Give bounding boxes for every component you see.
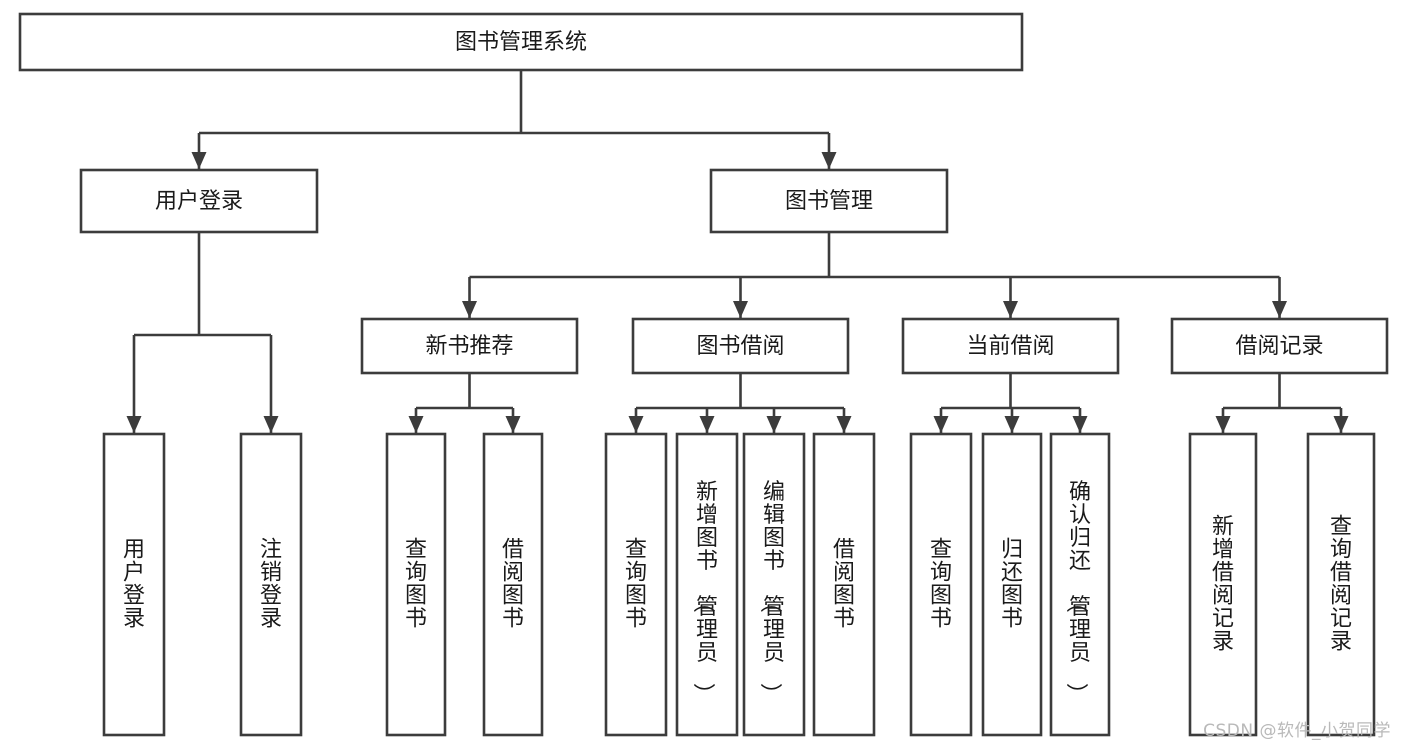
leaf-leaf-return-book-box (981, 432, 1043, 737)
arrow-head-icon (933, 416, 949, 433)
leaf-leaf-query-book-2-label: 查询图书 (625, 537, 647, 631)
leaf-leaf-confirm-return-box (1049, 432, 1111, 737)
leaf-leaf-return-book-label: 归还图书 (1001, 537, 1023, 631)
arrow-head-icon (766, 416, 782, 433)
node-layer: 图书管理系统用户登录图书管理用户登录注销登录新书推荐图书借阅当前借阅借阅记录查询… (18, 12, 1389, 737)
leaf-leaf-query-book-2[interactable]: 查询图书 (604, 432, 668, 737)
arrow-head-icon (505, 416, 521, 433)
node-borrow-record-label: 借阅记录 (1235, 334, 1323, 359)
leaf-leaf-query-book-1-box (385, 432, 447, 737)
leaf-leaf-return-book[interactable]: 归还图书 (981, 432, 1043, 737)
node-book-borrow-box (631, 317, 850, 375)
arrow-head-icon (1215, 416, 1231, 433)
node-user-login-box (79, 168, 319, 234)
node-current-borrow[interactable]: 当前借阅 (901, 317, 1120, 375)
leaf-leaf-user-logout-label: 注销登录 (260, 537, 282, 631)
leaf-leaf-borrow-book-1-box (482, 432, 544, 737)
leaf-leaf-user-login-label: 用户登录 (123, 537, 145, 631)
node-user-login-label: 用户登录 (155, 189, 243, 214)
leaf-leaf-edit-book-label: 编辑图书（管理员） (757, 480, 785, 705)
node-current-borrow-label: 当前借阅 (966, 334, 1054, 359)
node-book-manage[interactable]: 图书管理 (709, 168, 949, 234)
leaf-leaf-user-logout[interactable]: 注销登录 (239, 432, 303, 737)
arrow-head-icon (1272, 301, 1287, 318)
node-book-borrow[interactable]: 图书借阅 (631, 317, 850, 375)
node-book-manage-box (709, 168, 949, 234)
arrow-head-icon (699, 416, 715, 433)
arrow-head-icon (821, 152, 837, 169)
leaf-leaf-borrow-book-2[interactable]: 借阅图书 (812, 432, 876, 737)
leaf-leaf-query-book-3-label: 查询图书 (930, 537, 952, 631)
node-root-root-box (18, 12, 1024, 72)
leaf-leaf-add-record[interactable]: 新增借阅记录 (1188, 432, 1258, 737)
leaf-leaf-confirm-return-label: 确认归还（管理员） (1063, 480, 1091, 705)
leaf-leaf-edit-book[interactable]: 编辑图书（管理员） (742, 432, 806, 737)
leaf-leaf-borrow-book-1-label: 借阅图书 (502, 537, 524, 631)
node-new-book-recommend-label: 新书推荐 (425, 334, 513, 359)
arrow-head-icon (628, 416, 644, 433)
leaf-leaf-confirm-return[interactable]: 确认归还（管理员） (1049, 432, 1111, 737)
leaf-leaf-query-book-2-box (604, 432, 668, 737)
leaf-leaf-query-book-1[interactable]: 查询图书 (385, 432, 447, 737)
arrow-head-icon (836, 416, 852, 433)
leaf-leaf-query-record-box (1306, 432, 1376, 737)
leaf-leaf-edit-book-box (742, 432, 806, 737)
node-book-borrow-label: 图书借阅 (696, 334, 784, 359)
leaf-leaf-add-book-box (675, 432, 739, 737)
node-new-book-recommend[interactable]: 新书推荐 (360, 317, 579, 375)
node-borrow-record-box (1170, 317, 1389, 375)
leaf-leaf-add-book[interactable]: 新增图书（管理员） (675, 432, 739, 737)
arrow-head-icon (462, 301, 477, 318)
leaf-leaf-borrow-book-2-box (812, 432, 876, 737)
leaf-leaf-add-book-label: 新增图书（管理员） (690, 480, 718, 705)
watermark-text: CSDN @软件_小贺同学 (1203, 721, 1391, 741)
node-book-manage-label: 图书管理 (785, 189, 873, 214)
leaf-leaf-query-record-label: 查询借阅记录 (1330, 514, 1352, 654)
arrow-head-icon (1003, 301, 1018, 318)
node-root-root[interactable]: 图书管理系统 (18, 12, 1024, 72)
leaf-leaf-add-record-box (1188, 432, 1258, 737)
arrow-head-icon (408, 416, 424, 433)
leaf-leaf-user-login-box (102, 432, 166, 737)
leaf-leaf-query-book-3-box (909, 432, 973, 737)
node-root-root-label: 图书管理系统 (455, 30, 587, 55)
arrow-head-icon (126, 416, 142, 433)
leaf-leaf-query-book-1-label: 查询图书 (405, 537, 427, 631)
node-user-login[interactable]: 用户登录 (79, 168, 319, 234)
arrow-head-icon (733, 301, 748, 318)
leaf-leaf-add-record-label: 新增借阅记录 (1212, 514, 1234, 654)
leaf-leaf-user-logout-box (239, 432, 303, 737)
connector-layer (126, 70, 1349, 433)
leaf-leaf-query-book-3[interactable]: 查询图书 (909, 432, 973, 737)
node-borrow-record[interactable]: 借阅记录 (1170, 317, 1389, 375)
leaf-leaf-borrow-book-1[interactable]: 借阅图书 (482, 432, 544, 737)
node-current-borrow-box (901, 317, 1120, 375)
arrow-head-icon (1333, 416, 1349, 433)
leaf-leaf-query-record[interactable]: 查询借阅记录 (1306, 432, 1376, 737)
leaf-leaf-borrow-book-2-label: 借阅图书 (833, 537, 855, 631)
arrow-head-icon (1072, 416, 1088, 433)
leaf-leaf-user-login[interactable]: 用户登录 (102, 432, 166, 737)
arrow-head-icon (191, 152, 207, 169)
arrow-head-icon (1004, 416, 1020, 433)
arrow-head-icon (263, 416, 279, 433)
node-new-book-recommend-box (360, 317, 579, 375)
